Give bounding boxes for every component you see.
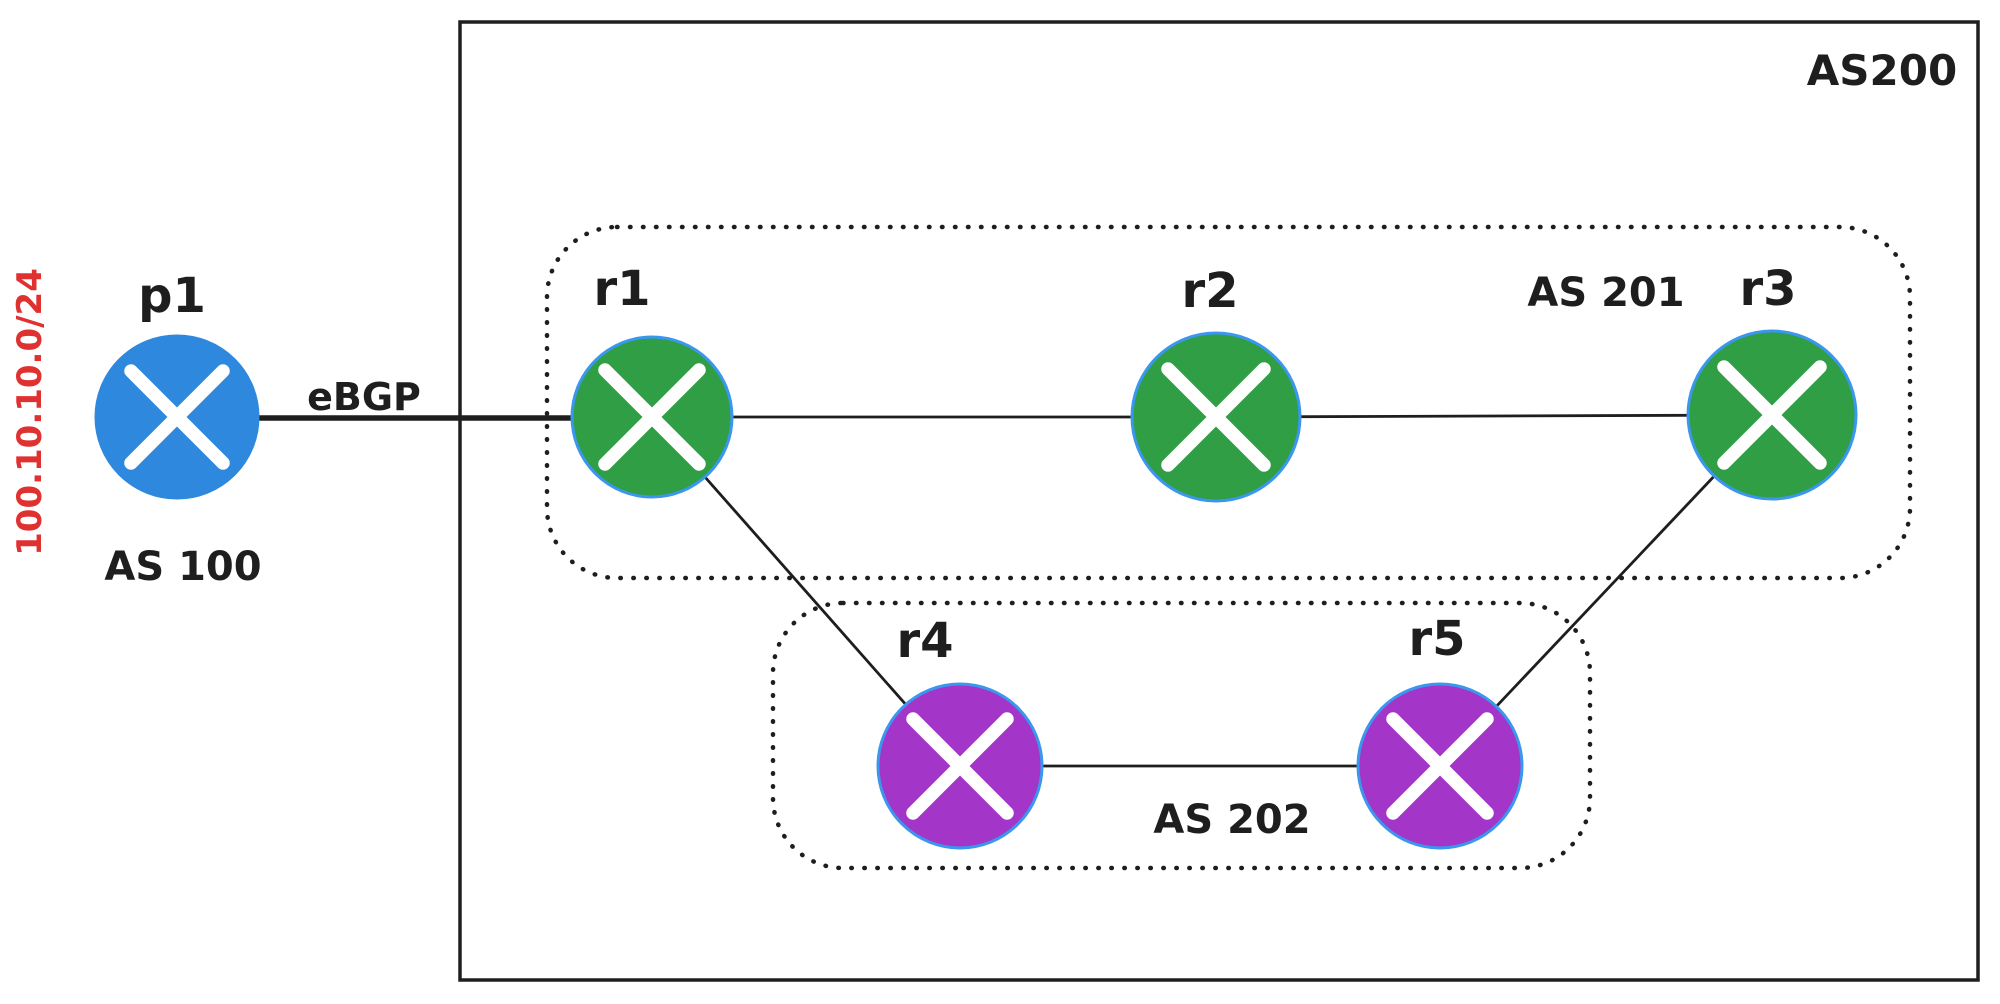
- node-label-r1: r1: [593, 261, 650, 317]
- node-label-p1: p1: [138, 268, 206, 324]
- node-r4: [876, 682, 1044, 850]
- node-label-r5: r5: [1408, 611, 1465, 667]
- router-x-icon: [1717, 360, 1827, 470]
- link-r2-r3: [1215, 413, 1773, 419]
- node-p1: [94, 334, 260, 500]
- node-r3: [1686, 329, 1858, 501]
- zone-label-as202: AS 202: [1153, 797, 1310, 843]
- node-r5: [1356, 682, 1524, 850]
- zone-label-as201: AS 201: [1527, 270, 1684, 316]
- node-label-r2: r2: [1181, 263, 1238, 319]
- as201-boundary-box: [544, 224, 1913, 581]
- node-r1: [570, 335, 734, 499]
- router-x-icon: [906, 712, 1014, 820]
- zone-label-as200: AS200: [1807, 46, 1957, 95]
- node-label-r3: r3: [1739, 261, 1796, 317]
- as200-boundary-box: [458, 20, 1980, 982]
- link-label-ebgp: eBGP: [307, 375, 421, 419]
- node-r2: [1130, 331, 1302, 503]
- node-label-r4: r4: [896, 613, 953, 669]
- zone-label-as100: AS 100: [104, 544, 261, 590]
- router-x-icon: [124, 364, 230, 470]
- as202-boundary-box: [770, 600, 1593, 871]
- advertised-prefix-label: 100.10.10.0/24: [10, 268, 50, 556]
- router-x-icon: [1161, 362, 1271, 472]
- router-x-icon: [598, 363, 706, 471]
- router-x-icon: [1386, 712, 1494, 820]
